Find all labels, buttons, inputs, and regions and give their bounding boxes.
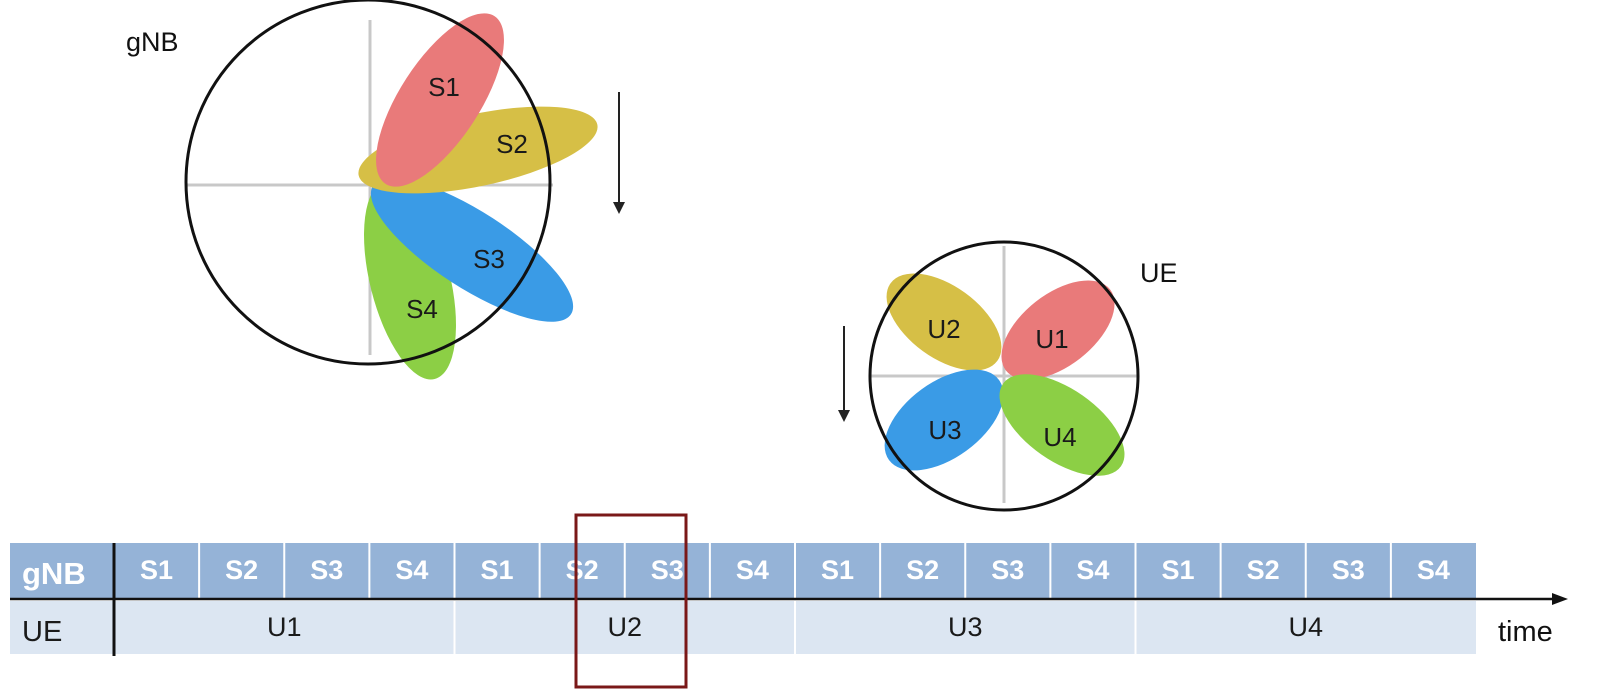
ue-beam-u3: [884, 369, 1004, 471]
ue-slot-cell-label: U1: [267, 612, 302, 642]
gnb-beam-s1: [376, 13, 504, 187]
ue-pattern: U1 U2 U3 U4 UE: [838, 240, 1178, 512]
ue-beam-u1: [1001, 280, 1115, 380]
gnb-sweep-cell-label: S4: [1417, 555, 1450, 585]
ue-coverage-circle: [868, 240, 1140, 512]
gnb-sweep-arrow-head: [613, 202, 625, 214]
ue-sweep-arrow-head: [838, 410, 850, 422]
gnb-sweep-cell-label: S4: [1076, 555, 1109, 585]
ue-beam-u4-label: U4: [1043, 422, 1076, 452]
ue-row-label: UE: [22, 616, 62, 648]
gnb-sweep-cell-label: S1: [821, 555, 854, 585]
gnb-coverage-circle: [184, 0, 552, 366]
gnb-sweep-cell-label: S2: [566, 555, 599, 585]
gnb-beam-s3: [370, 178, 574, 322]
ue-beam-u2: [886, 273, 1002, 371]
gnb-sweep-cell-label: S3: [991, 555, 1024, 585]
ue-beam-u3-label: U3: [928, 415, 961, 445]
ue-label: UE: [1140, 258, 1178, 288]
time-axis-label: time: [1498, 616, 1553, 648]
ue-slot-cells: U1 U2 U3 U4: [267, 601, 1323, 654]
ue-slot-cell-label: U2: [607, 612, 642, 642]
gnb-sweep-cell-label: S1: [140, 555, 173, 585]
gnb-sweep-cell-label: S2: [225, 555, 258, 585]
gnb-row-background: [10, 543, 1476, 598]
gnb-sweep-cells: S1 S2 S3 S4 S1 S2 S3 S4 S1 S2 S3 S4 S1 S2 S3 S4: [140, 543, 1450, 598]
gnb-beam-s3-label: S3: [473, 244, 505, 274]
gnb-sweep-cell-label: S2: [1247, 555, 1280, 585]
gnb-sweep-cell-label: S3: [310, 555, 343, 585]
gnb-pattern: S1 S2 S3 S4 gNB: [126, 0, 625, 380]
selected-beam-pair-highlight: [574, 513, 688, 689]
gnb-sweep-cell-label: S4: [736, 555, 769, 585]
ue-slot-cell-label: U4: [1288, 612, 1323, 642]
gnb-sweep-cell-label: S3: [1332, 555, 1365, 585]
time-axis-arrowhead: [1552, 593, 1568, 605]
gnb-beam-s4-label: S4: [406, 294, 438, 324]
gnb-sweep-cell-label: S4: [395, 555, 428, 585]
ue-row-background: [10, 601, 1476, 654]
gnb-beam-s2-label: S2: [496, 129, 528, 159]
ue-slot-cell-label: U3: [948, 612, 983, 642]
ue-beam-u4: [999, 374, 1125, 476]
gnb-sweep-cell-label: S2: [906, 555, 939, 585]
gnb-sweep-cell-label: S1: [481, 555, 514, 585]
ue-beam-u1-label: U1: [1035, 324, 1068, 354]
gnb-sweep-cell-label: S3: [651, 555, 684, 585]
ue-beam-u2-label: U2: [927, 314, 960, 344]
gnb-label: gNB: [126, 27, 179, 57]
gnb-sweep-cell-label: S1: [1162, 555, 1195, 585]
gnb-row-label: gNB: [22, 556, 86, 591]
gnb-beam-s1-label: S1: [428, 72, 460, 102]
